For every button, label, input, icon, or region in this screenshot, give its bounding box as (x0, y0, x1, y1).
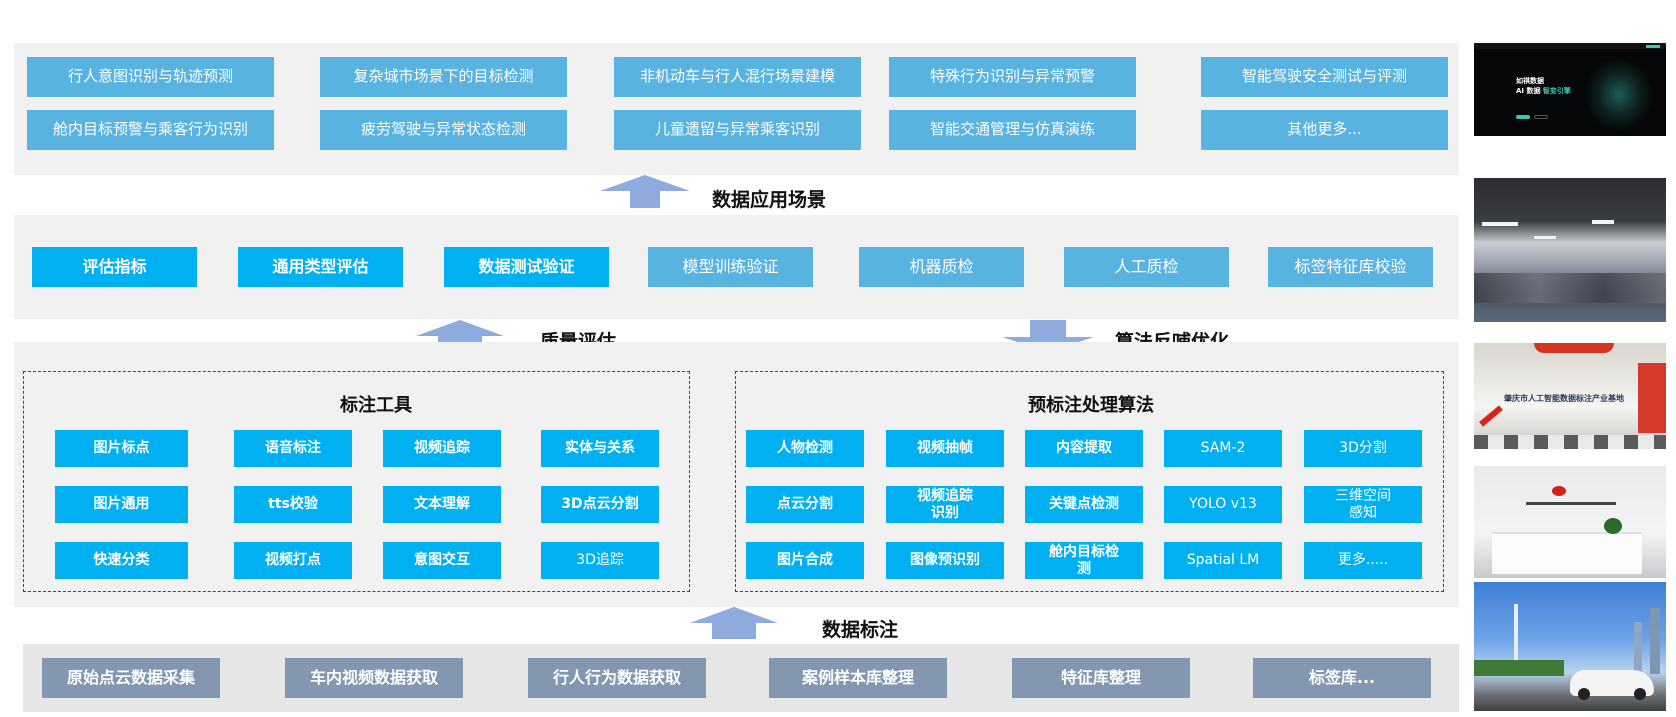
evaluation-button[interactable]: 数据测试验证 (444, 247, 609, 287)
evaluation-button[interactable]: 评估指标 (32, 247, 197, 287)
website-subheadline-accent: 智变引擎 (1542, 87, 1571, 95)
algorithm-button[interactable]: 图片合成 (746, 542, 864, 579)
algorithm-button[interactable]: 图像预识别 (886, 542, 1004, 579)
website-subheadline-text: AI 数据 (1516, 87, 1541, 95)
tools-title: 标注工具 (340, 395, 412, 416)
base-sign-text: 肇庆市人工智能数据标注产业基地 (1504, 394, 1624, 403)
annotation-tool-button[interactable]: 3D点云分割 (541, 486, 659, 523)
annotation-tool-button[interactable]: 视频打点 (234, 542, 352, 579)
annotation-label: 数据标注 (822, 619, 899, 641)
algorithm-button[interactable]: SAM-2 (1164, 430, 1282, 467)
data-source-button[interactable]: 车内视频数据获取 (285, 658, 463, 698)
evaluation-button[interactable]: 标签特征库校验 (1268, 247, 1433, 287)
evaluation-button[interactable]: 模型训练验证 (648, 247, 813, 287)
application-scenario-button[interactable]: 复杂城市场景下的目标检测 (320, 57, 567, 97)
data-source-button[interactable]: 行人行为数据获取 (528, 658, 706, 698)
algorithm-button[interactable]: 舱内目标检 测 (1025, 542, 1143, 579)
arrow-up-icon (600, 175, 690, 208)
sources-panel (23, 644, 1459, 712)
algorithm-button[interactable]: 3D分割 (1304, 430, 1422, 467)
annotation-tool-button[interactable]: 图片标点 (55, 430, 188, 467)
annotation-tool-button[interactable]: tts校验 (234, 486, 352, 523)
unicom-lobby-photo-image (1474, 466, 1666, 578)
data-source-button[interactable]: 标签库... (1253, 658, 1431, 698)
website-subheadline: AI 数据 智变引擎 (1516, 86, 1571, 96)
application-scenario-button[interactable]: 其他更多... (1201, 110, 1448, 150)
algorithm-button[interactable]: YOLO v13 (1164, 486, 1282, 523)
annotation-tool-button[interactable]: 语音标注 (234, 430, 352, 467)
annotation-tool-button[interactable]: 实体与关系 (541, 430, 659, 467)
evaluation-button[interactable]: 机器质检 (859, 247, 1024, 287)
algorithms-box (735, 371, 1444, 592)
annotation-tool-button[interactable]: 意图交互 (383, 542, 501, 579)
annotation-tool-button[interactable]: 视频追踪 (383, 430, 501, 467)
base-entrance-photo-image: 肇庆市人工智能数据标注产业基地 (1474, 343, 1666, 449)
algorithm-button[interactable]: 关键点检测 (1025, 486, 1143, 523)
algorithm-button[interactable]: 人物检测 (746, 430, 864, 467)
annotation-tool-button[interactable]: 快速分类 (55, 542, 188, 579)
algorithm-button[interactable]: 视频追踪 识别 (886, 486, 1004, 523)
website-screenshot-image: 如祺数据 AI 数据 智变引擎 (1474, 43, 1666, 136)
arrow-up-icon (690, 607, 778, 639)
application-scenario-button[interactable]: 非机动车与行人混行场景建模 (614, 57, 861, 97)
application-scenario-button[interactable]: 疲劳驾驶与异常状态检测 (320, 110, 567, 150)
application-title: 数据应用场景 (712, 189, 827, 211)
algorithm-button[interactable]: 视频抽帧 (886, 430, 1004, 467)
evaluation-button[interactable]: 人工质检 (1064, 247, 1229, 287)
tools-box (23, 371, 690, 592)
data-source-button[interactable]: 特征库整理 (1012, 658, 1190, 698)
evaluation-button[interactable]: 通用类型评估 (238, 247, 403, 287)
application-scenario-button[interactable]: 智能交通管理与仿真演练 (889, 110, 1136, 150)
application-scenario-button[interactable]: 特殊行为识别与异常预警 (889, 57, 1136, 97)
data-source-button[interactable]: 原始点云数据采集 (42, 658, 220, 698)
application-scenario-button[interactable]: 行人意图识别与轨迹预测 (27, 57, 274, 97)
algorithm-button[interactable]: Spatial LM (1164, 542, 1282, 579)
application-scenario-button[interactable]: 舱内目标预警与乘客行为识别 (27, 110, 274, 150)
algorithm-button[interactable]: 内容提取 (1025, 430, 1143, 467)
office-photo-image (1474, 178, 1666, 322)
website-headline: 如祺数据 (1516, 77, 1544, 85)
algorithms-title: 预标注处理算法 (1028, 395, 1154, 416)
annotation-tool-button[interactable]: 图片通用 (55, 486, 188, 523)
annotation-tool-button[interactable]: 文本理解 (383, 486, 501, 523)
algorithm-button[interactable]: 点云分割 (746, 486, 864, 523)
algorithm-button[interactable]: 更多..... (1304, 542, 1422, 579)
annotation-tool-button[interactable]: 3D追踪 (541, 542, 659, 579)
algorithm-button[interactable]: 三维空间 感知 (1304, 486, 1422, 523)
application-scenario-button[interactable]: 智能驾驶安全测试与评测 (1201, 57, 1448, 97)
application-scenario-button[interactable]: 儿童遗留与异常乘客识别 (614, 110, 861, 150)
autonomous-car-photo-image (1474, 582, 1666, 711)
data-source-button[interactable]: 案例样本库整理 (769, 658, 947, 698)
